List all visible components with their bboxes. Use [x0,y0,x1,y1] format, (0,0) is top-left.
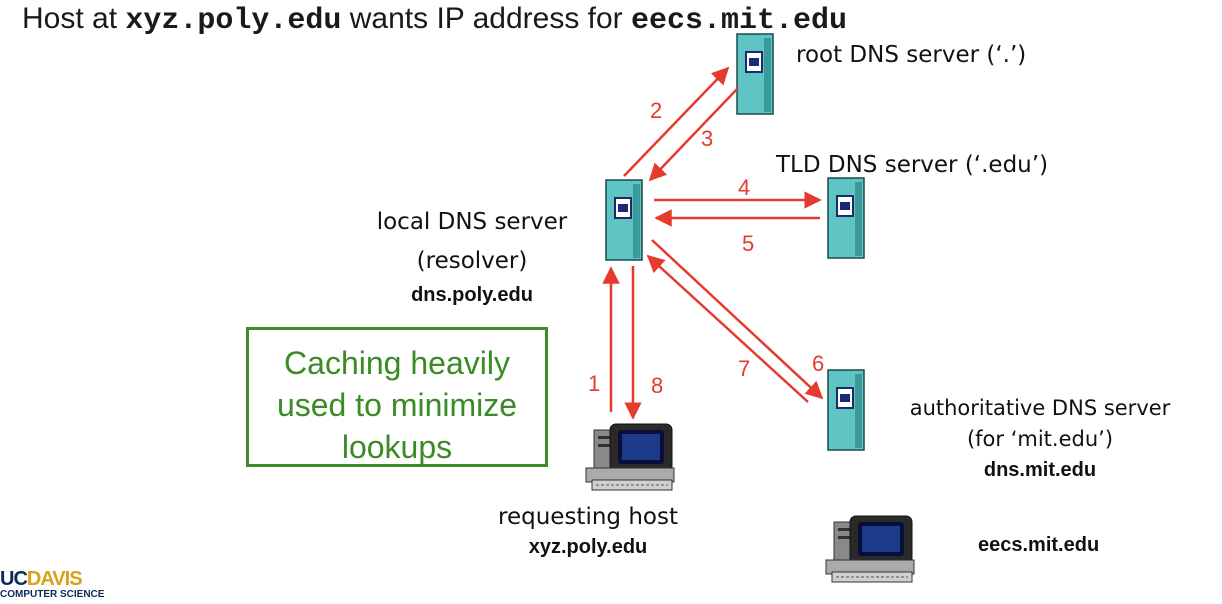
tld-server-icon [827,177,865,259]
step-4-label: 4 [738,175,751,200]
requesting-host-icon [585,423,675,491]
note-line-2: used to minimize [276,387,518,423]
step-2-label: 2 [650,98,663,123]
logo-davis: DAVIS [26,568,83,590]
requesting-host-caption: requesting host xyz.poly.edu [470,502,706,562]
local-server-sublabel: (resolver) [416,248,528,274]
root-server-icon [736,33,774,115]
local-server-hostname: dns.poly.edu [411,284,533,306]
root-server-label: root DNS server (‘.’) [796,42,1027,68]
eecs-hostname: eecs.mit.edu [978,534,1100,556]
arrow-2 [623,66,730,177]
arrow-7 [646,254,809,403]
caching-note: Caching heavily used to minimize lookups [246,327,548,467]
title-host: xyz.poly.edu [125,4,342,38]
step-8-label: 8 [651,373,664,398]
note-line-1: Caching heavily [284,345,510,381]
arrow-3 [648,87,739,182]
local-server-icon [605,179,643,261]
step-6-label: 6 [812,351,825,376]
eecs-host-icon [825,515,915,583]
logo-dept: COMPUTER SCIENCE [0,589,105,600]
note-line-3: lookups [341,429,453,465]
auth-server-sublabel: (for ‘mit.edu’) [966,427,1114,451]
title-middle: wants IP address for [341,2,632,35]
page-title: Host at xyz.poly.edu wants IP address fo… [22,2,847,38]
arrow-6 [651,239,824,400]
step-3-label: 3 [701,126,714,151]
auth-server-caption: authoritative DNS server (for ‘mit.edu’)… [880,393,1200,485]
title-target: eecs.mit.edu [631,4,848,38]
auth-server-icon [827,369,865,451]
requesting-host-hostname: xyz.poly.edu [528,536,648,558]
logo-wordmark: UCDAVIS [0,568,104,591]
requesting-host-label: requesting host [498,504,678,530]
step-7-label: 7 [738,356,751,381]
local-server-label: local DNS server [376,209,568,235]
title-prefix: Host at [22,2,126,35]
auth-server-hostname: dns.mit.edu [983,459,1097,481]
ucdavis-logo: UCDAVIS COMPUTER SCIENCE [0,568,104,600]
step-5-label: 5 [742,231,755,256]
local-server-caption: local DNS server (resolver) dns.poly.edu [352,204,592,308]
logo-uc: UC [0,568,28,590]
step-1-label: 1 [588,371,601,396]
tld-server-label: TLD DNS server (‘.edu’) [776,152,1049,178]
auth-server-label: authoritative DNS server [909,396,1171,420]
